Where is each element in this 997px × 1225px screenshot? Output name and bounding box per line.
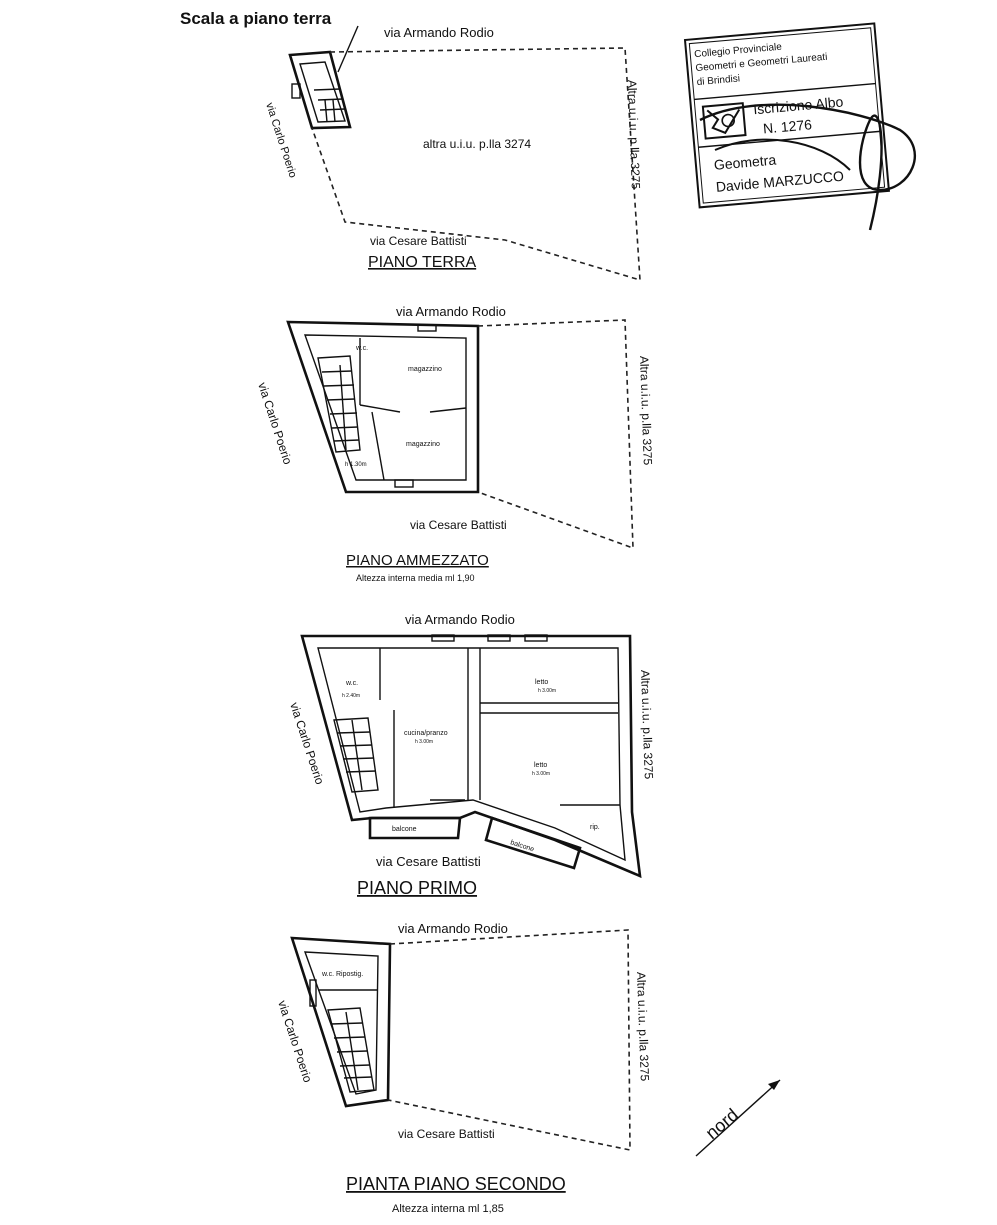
primo-west-street: via Carlo Poerio (287, 701, 327, 787)
primo-window-2 (487, 634, 511, 642)
ammezzato-room-magazzino-2: magazzino (406, 441, 440, 448)
ammezzato-outer-wall (286, 320, 480, 494)
signature-stroke-2 (714, 138, 851, 171)
primo-room-rip: rip. (590, 824, 600, 831)
primo-room-letto-2-height: h 3.00m (532, 771, 550, 777)
terra-stair-block (288, 50, 352, 130)
stamp-line-6: Geometra (713, 152, 777, 173)
terra-north-street: via Armando Rodio (384, 25, 494, 40)
plan-piano-secondo: via Armando Rodio w.c. Ripostig. via Car… (275, 921, 652, 1215)
stamp-line-5: N. 1276 (762, 116, 812, 136)
terra-center-label: altra u.i.u. p.lla 3274 (423, 137, 531, 151)
stair-note: Scala a piano terra (180, 9, 332, 28)
ammezzato-subtitle: Altezza interna media ml 1,90 (356, 573, 475, 583)
secondo-stair (327, 1007, 375, 1093)
plan-piano-ammezzato: via Armando Rodio w.c. magazzino magazzi… (255, 304, 655, 583)
primo-title: PIANO PRIMO (357, 878, 477, 898)
ammezzato-partition-3 (429, 407, 467, 413)
ammezzato-stair (317, 355, 361, 453)
primo-balcony-1 (368, 816, 462, 840)
secondo-south-street: via Cesare Battisti (398, 1127, 495, 1141)
primo-room-letto-2: letto (534, 762, 547, 769)
ammezzato-north-street: via Armando Rodio (396, 304, 506, 319)
plan-piano-primo: via Armando Rodio w.c. h 2.40m cucina/pr… (287, 612, 656, 898)
ammezzato-west-street: via Carlo Poerio (255, 381, 295, 467)
stamp-divider-1 (694, 82, 876, 101)
secondo-north-street: via Armando Rodio (398, 921, 508, 936)
primo-room-letto-1: letto (535, 679, 548, 686)
primo-inner-wall (317, 647, 626, 862)
north-arrow-label: nord (702, 1105, 742, 1143)
primo-room-wc: w.c. (345, 680, 358, 687)
primo-stair (333, 717, 379, 793)
terra-west-street: via Carlo Poerio (263, 101, 299, 179)
stamp-line-3: di Brindisi (696, 73, 740, 88)
ammezzato-title: PIANO AMMEZZATO (346, 552, 489, 569)
terra-east-label: Altra u.i.u. p.lla 3275 (625, 80, 643, 190)
ammezzato-room-magazzino-1: magazzino (408, 366, 442, 373)
primo-balcony-2 (484, 816, 582, 870)
primo-room-cucina: cucina/pranzo (404, 730, 448, 737)
stair-note-leader (337, 25, 359, 73)
stamp-line-7: Davide MARZUCCO (715, 168, 844, 195)
plan-piano-terra: Scala a piano terra via Armando Rodio al… (180, 9, 643, 282)
secondo-lot-outline (387, 929, 631, 1151)
north-arrow: nord (695, 1079, 781, 1157)
secondo-west-street: via Carlo Poerio (275, 999, 315, 1085)
primo-room-letto-1-height: h 3.00m (538, 688, 556, 694)
ammezzato-window-south (394, 479, 414, 488)
terra-south-street: via Cesare Battisti (370, 234, 467, 248)
primo-window-1 (431, 634, 455, 642)
terra-title: PIANO TERRA (368, 254, 477, 271)
primo-north-street: via Armando Rodio (405, 612, 515, 627)
signature-scribble (699, 103, 917, 231)
secondo-inner-wall (303, 951, 379, 1095)
primo-room-balcone-1: balcone (392, 826, 417, 833)
ammezzato-south-street: via Cesare Battisti (410, 518, 507, 532)
ammezzato-partition-2 (359, 404, 401, 413)
ammezzato-lot-outline (477, 319, 634, 550)
secondo-room-wc: w.c. Ripostig. (321, 971, 363, 978)
secondo-title: PIANTA PIANO SECONDO (346, 1174, 566, 1194)
north-arrow-line (695, 1079, 781, 1157)
secondo-east-label: Altra u.i.u. p.lla 3275 (634, 972, 652, 1082)
terra-lot-outline (311, 47, 641, 282)
stamp-outer-border (683, 22, 891, 209)
north-arrow-head-icon (768, 1080, 780, 1090)
stamp-inner-border (688, 27, 886, 204)
stamp-emblem-icon (701, 102, 747, 140)
ammezzato-east-label: Altra u.i.u. p.lla 3275 (637, 356, 655, 466)
ammezzato-room-wc: w.c. (355, 345, 368, 352)
primo-east-label: Altra u.i.u. p.lla 3275 (638, 670, 656, 780)
primo-south-street: via Cesare Battisti (376, 854, 481, 869)
ammezzato-inner-wall (304, 334, 467, 481)
ammezzato-partition-4 (371, 411, 385, 481)
ammezzato-room-height: h 1.30m (345, 462, 367, 468)
secondo-window (309, 979, 317, 1007)
secondo-subtitle: Altezza interna ml 1,85 (392, 1203, 504, 1215)
primo-window-3 (524, 634, 548, 642)
primo-outer-wall (300, 634, 642, 879)
primo-room-wc-height: h 2.40m (342, 693, 360, 699)
primo-room-cucina-height: h 3.00m (415, 739, 433, 745)
ammezzato-window-north (417, 324, 437, 332)
